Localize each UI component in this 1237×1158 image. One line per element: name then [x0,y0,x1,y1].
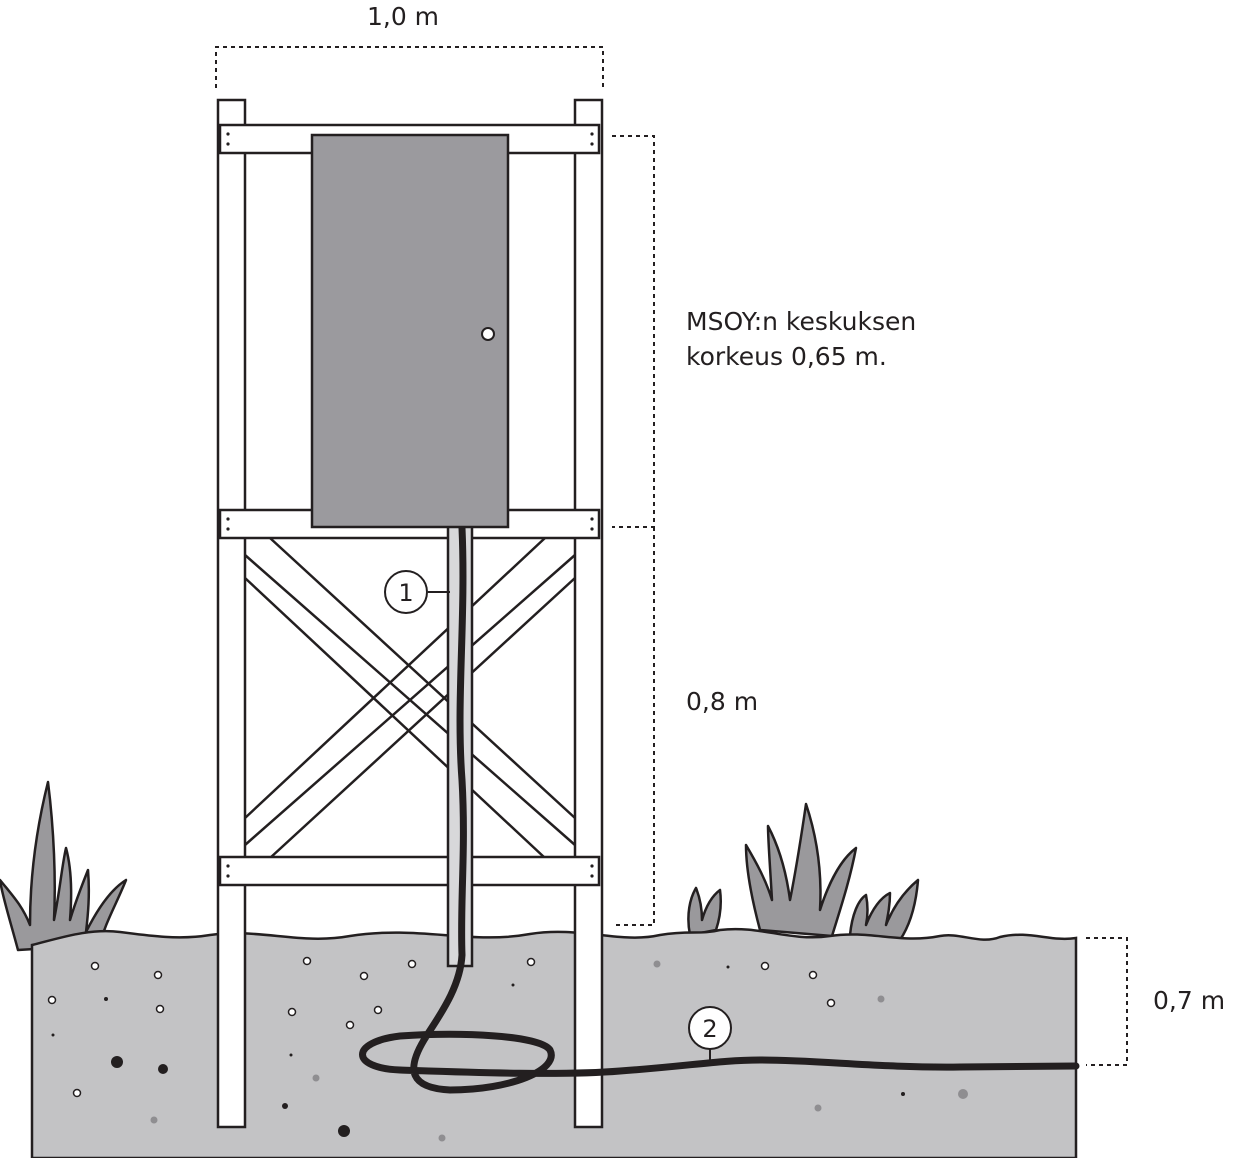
mount-height-label: 0,8 m [686,687,758,716]
grass-right [687,802,920,942]
width-dimension-line [215,46,604,88]
post-left [216,98,247,1129]
ground-cable [359,524,1080,1094]
soil [30,927,1078,1158]
board-bottom [218,855,601,887]
electrical-cabinet [310,133,510,529]
width-label: 1,0 m [367,2,439,31]
mount-height-dimension-line [612,527,655,926]
callout-1-label: 1 [398,579,413,607]
post-right [573,98,604,1129]
callout-1-circle [384,570,428,614]
callout-2-label: 2 [702,1015,717,1043]
cabinet-height-dimension-line [612,135,655,528]
callout-2-circle [688,1006,732,1050]
cabinet-height-label-line2: korkeus 0,65 m. [686,342,887,371]
soil-specks [47,956,968,1142]
grass-left [0,780,128,952]
cabinet-lock-icon [481,327,495,341]
cabinet-height-label-line1: MSOY:n keskuksen [686,307,916,336]
burial-depth-dimension-line [1086,937,1128,1066]
cross-brace [244,537,576,859]
burial-depth-label: 0,7 m [1153,986,1225,1015]
